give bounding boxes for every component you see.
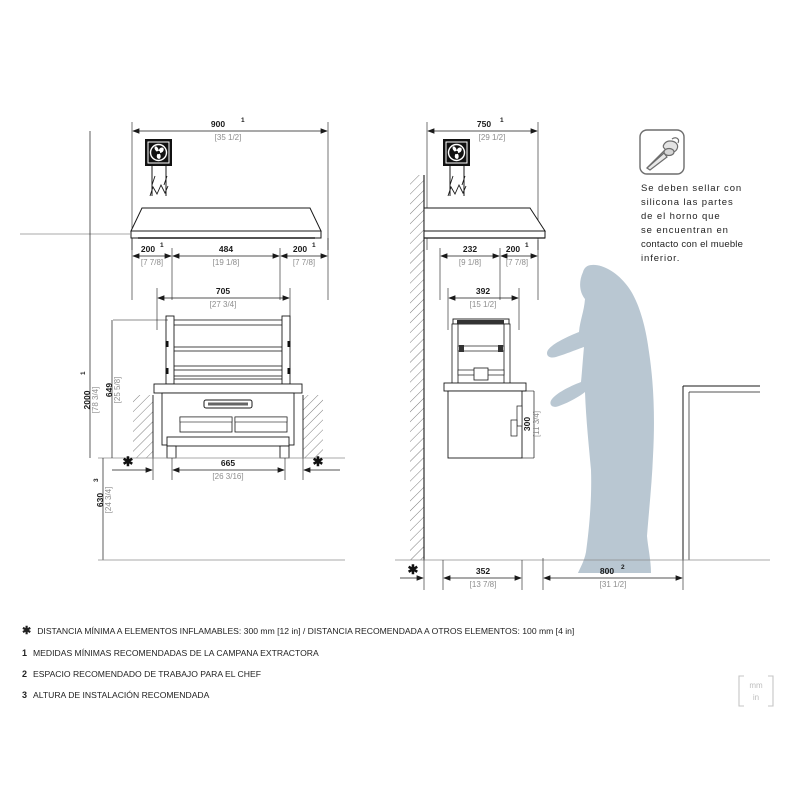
dim-900-sup: 1 <box>241 117 245 124</box>
legend-block: ✱ DISTANCIA MÍNIMA A ELEMENTOS INFLAMABL… <box>22 624 782 700</box>
dim-300-value: 300 <box>522 417 532 431</box>
silicone-note-l2: silicona las partes <box>641 197 734 208</box>
dim-484-value: 484 <box>219 244 233 254</box>
dim-484-alt: [19 1/8] <box>213 258 240 267</box>
fan-icon-side <box>443 139 470 197</box>
dim-total-height: 2000 1 [78 3/4] <box>80 131 100 458</box>
side-view-group: 750 1 [29 1/2] <box>395 117 770 590</box>
silicone-note-l5: contacto con el mueble <box>641 239 744 250</box>
dim-300-alt: [11 3/4] <box>532 411 541 437</box>
extractor-hood <box>20 207 322 239</box>
legend-marker-1: 1 <box>22 648 28 658</box>
legend-marker-star: ✱ <box>22 625 32 637</box>
extractor-hood-side <box>423 207 546 239</box>
silicone-note-l4: se encuentran en <box>641 225 729 236</box>
dim-705-alt: [27 3/4] <box>210 300 237 309</box>
dim-200-right-value: 200 <box>293 244 307 254</box>
dim-row-bottom-side: ✱ 352 [13 7/8] 800 2 [31 1/2] <box>400 558 684 590</box>
dim-392-alt: [15 1/2] <box>470 300 497 309</box>
dim-900-value: 900 <box>211 119 225 129</box>
star-marker-left-front: ✱ <box>123 454 134 469</box>
dim-200-side-value: 200 <box>506 244 520 254</box>
units-box: mm in <box>738 675 774 707</box>
star-marker-right-front: ✱ <box>313 454 324 469</box>
dim-232-value: 232 <box>463 244 477 254</box>
dim-base-width: ✱ ✱ 665 [26 3/16] <box>112 454 340 481</box>
silicone-note-l3: de el horno que <box>641 211 721 222</box>
dim-900-alt: [35 1/2] <box>215 133 242 142</box>
caulking-gun-icon <box>639 129 685 175</box>
dim-200-side-alt: [7 7/8] <box>506 258 528 267</box>
adjacent-wall-left <box>133 395 154 458</box>
dim-649-alt: [25 5/8] <box>113 377 122 404</box>
dim-2000-value: 2000 <box>82 390 92 409</box>
legend-text-2: ESPACIO RECOMENDADO DE TRABAJO PARA EL C… <box>33 669 261 679</box>
dim-630-sup: 3 <box>93 478 100 482</box>
work-counter <box>682 385 760 560</box>
dim-750-sup: 1 <box>500 117 504 124</box>
dim-630-value: 630 <box>95 493 105 507</box>
oven-unit-front <box>153 315 303 459</box>
dim-705-value: 705 <box>216 286 230 296</box>
dim-row-gaps: 200 1 [7 7/8] 484 [19 1/8] 200 1 [7 7/8] <box>131 238 329 300</box>
adjacent-wall-right <box>302 395 323 458</box>
dim-392-value: 392 <box>476 286 490 296</box>
dim-unit-width: 705 [27 3/4] <box>156 286 291 330</box>
legend-marker-2: 2 <box>22 669 28 679</box>
star-marker-side: ✱ <box>408 562 419 577</box>
unit-in: in <box>753 693 759 702</box>
unit-mm: mm <box>749 681 763 690</box>
dim-750-value: 750 <box>477 119 491 129</box>
dim-800-alt: [31 1/2] <box>600 580 627 589</box>
dim-800-sup: 2 <box>621 564 625 571</box>
silicone-note-l6: inferior. <box>641 253 681 264</box>
chef-silhouette <box>546 264 654 573</box>
silicone-note-l1: Se deben sellar con <box>641 183 743 194</box>
legend-item: 1 MEDIDAS MÍNIMAS RECOMENDADAS DE LA CAM… <box>22 648 782 658</box>
dim-row-side-gaps: 232 [9 1/8] 200 1 [7 7/8] <box>439 240 539 300</box>
dim-200-left-value: 200 <box>141 244 155 254</box>
dim-352-alt: [13 7/8] <box>470 580 497 589</box>
oven-unit-side <box>443 318 527 459</box>
silicone-note: Se deben sellar con silicona las partes … <box>641 182 773 266</box>
dim-unit-depth: 392 [15 1/2] <box>447 286 520 330</box>
dim-200-right-alt: [7 7/8] <box>293 258 315 267</box>
dim-200-left-alt: [7 7/8] <box>141 258 163 267</box>
dim-install-height: 630 3 [24 3/4] <box>93 458 345 561</box>
dim-200-left-sup: 1 <box>160 242 164 249</box>
legend-item: 3 ALTURA DE INSTALACIÓN RECOMENDADA <box>22 690 782 700</box>
legend-item: ✱ DISTANCIA MÍNIMA A ELEMENTOS INFLAMABL… <box>22 624 782 637</box>
dim-200-side-sup: 1 <box>525 242 529 249</box>
dim-665-value: 665 <box>221 458 235 468</box>
front-view-group: 900 1 [35 1/2] <box>20 117 345 561</box>
back-wall <box>410 175 425 560</box>
dim-665-alt: [26 3/16] <box>212 472 243 481</box>
fan-icon <box>145 139 172 197</box>
dim-unit-height: 649 [25 5/8] <box>104 319 168 458</box>
legend-text-1: MEDIDAS MÍNIMAS RECOMENDADAS DE LA CAMPA… <box>33 648 319 658</box>
dim-800-value: 800 <box>600 566 614 576</box>
dim-cabinet-height: 300 [11 3/4] <box>522 390 541 459</box>
dim-200-right-sup: 1 <box>312 242 316 249</box>
legend-text-3: ALTURA DE INSTALACIÓN RECOMENDADA <box>33 690 210 700</box>
dim-2000-sup: 1 <box>80 371 87 375</box>
dim-2000-alt: [78 3/4] <box>91 387 100 414</box>
legend-item: 2 ESPACIO RECOMENDADO DE TRABAJO PARA EL… <box>22 669 782 679</box>
dim-352-value: 352 <box>476 566 490 576</box>
dim-232-alt: [9 1/8] <box>459 258 481 267</box>
legend-text-star: DISTANCIA MÍNIMA A ELEMENTOS INFLAMABLES… <box>37 626 575 636</box>
legend-marker-3: 3 <box>22 690 28 700</box>
dim-630-alt: [24 3/4] <box>104 487 113 514</box>
dim-649-value: 649 <box>104 383 114 397</box>
dim-750-alt: [29 1/2] <box>479 133 506 142</box>
